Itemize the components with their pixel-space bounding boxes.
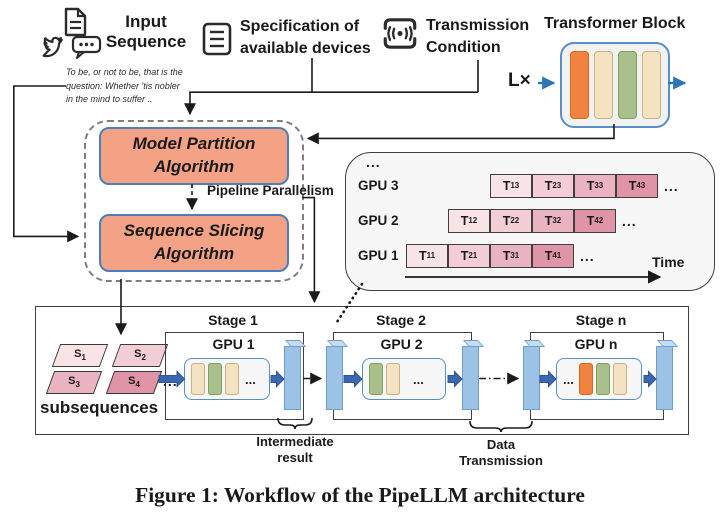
subsequence-s2: S2 <box>111 344 169 367</box>
sequence-to-slicing-arrow <box>13 85 80 243</box>
intermediate-result-label: Intermediate result <box>256 434 334 466</box>
gpu1-label: GPU 1 <box>212 336 255 352</box>
model-layer-bar <box>369 363 383 395</box>
transformer-block <box>560 42 670 128</box>
stagen-input-slab <box>523 346 540 410</box>
model-layer-bar <box>386 363 400 395</box>
model-layer-bar <box>191 363 205 395</box>
model-layer-bar <box>595 363 610 395</box>
subsequence-s4: S4 <box>105 371 163 394</box>
gpu1-row-label: GPU 1 <box>358 248 399 263</box>
stagen-output-slab <box>656 346 673 410</box>
transformer-layer-bar <box>569 51 589 119</box>
gpu2-model-module: ... <box>362 358 446 400</box>
model-layer-bar <box>225 363 239 395</box>
pipeline-parallelism-label: Pipeline Parallelism <box>207 183 334 198</box>
module-ellipsis: ... <box>563 371 574 387</box>
input-sequence-label: Input Sequence <box>105 12 187 51</box>
module-ellipsis: ... <box>413 371 424 387</box>
timeline-ellipsis: ... <box>580 248 595 264</box>
time-axis-label: Time <box>652 254 685 270</box>
stage2-output-slab <box>462 346 479 410</box>
subsequences-ellipsis: ... <box>163 373 178 389</box>
inputs-elbow-line <box>189 58 479 93</box>
gpu2-label: GPU 2 <box>380 336 423 352</box>
module-ellipsis: ... <box>245 371 256 387</box>
transformer-block-label: Transformer Block <box>544 15 686 32</box>
timeline-ellipsis: ... <box>664 178 679 194</box>
devices-label: Specification of available devices <box>240 18 371 57</box>
gpu1-model-module: ... <box>184 358 270 400</box>
model-partition-algorithm-box: Model Partition Algorithm <box>99 127 289 185</box>
model-layer-bar <box>578 363 593 395</box>
device-list-icon <box>202 22 232 56</box>
transformer-layer-bar <box>593 51 613 119</box>
stagen-title: Stage n <box>575 312 627 328</box>
chat-bubble-icon <box>71 35 102 59</box>
document-icon <box>64 7 87 37</box>
transformer-layer-bar <box>641 51 661 119</box>
gpu3-row-label: GPU 3 <box>358 178 399 193</box>
timeline-ellipsis: ... <box>622 213 637 229</box>
layer-repeat-label: L× <box>508 70 531 91</box>
stage1-title: Stage 1 <box>208 312 258 328</box>
figure-caption: Figure 1: Workflow of the PipeLLM archit… <box>135 483 585 507</box>
sequence-slicing-algorithm-box: Sequence Slicing Algorithm <box>99 214 289 272</box>
stage2-title: Stage 2 <box>376 312 426 328</box>
model-layer-bar <box>612 363 627 395</box>
transmission-icon <box>383 18 417 49</box>
transformer-layer-bar <box>617 51 637 119</box>
example-quote-text: To be, or not to be, that is the questio… <box>66 67 183 104</box>
data-transmission-label: Data Transmission <box>459 437 543 469</box>
subsequence-s1: S1 <box>51 344 109 367</box>
transmission-label: Transmission Condition <box>426 17 530 56</box>
gpu2-row-label: GPU 2 <box>358 213 399 228</box>
stage1-output-slab <box>284 346 301 410</box>
twitter-icon <box>42 36 63 58</box>
gpun-label: GPU n <box>574 336 618 352</box>
timeline-ellipsis: ... <box>366 154 381 170</box>
gpun-model-module: ... <box>556 358 642 400</box>
model-layer-bar <box>208 363 222 395</box>
subsequences-label: subsequences <box>40 398 159 417</box>
subsequence-s3: S3 <box>45 371 103 394</box>
stage2-input-slab <box>326 346 343 410</box>
